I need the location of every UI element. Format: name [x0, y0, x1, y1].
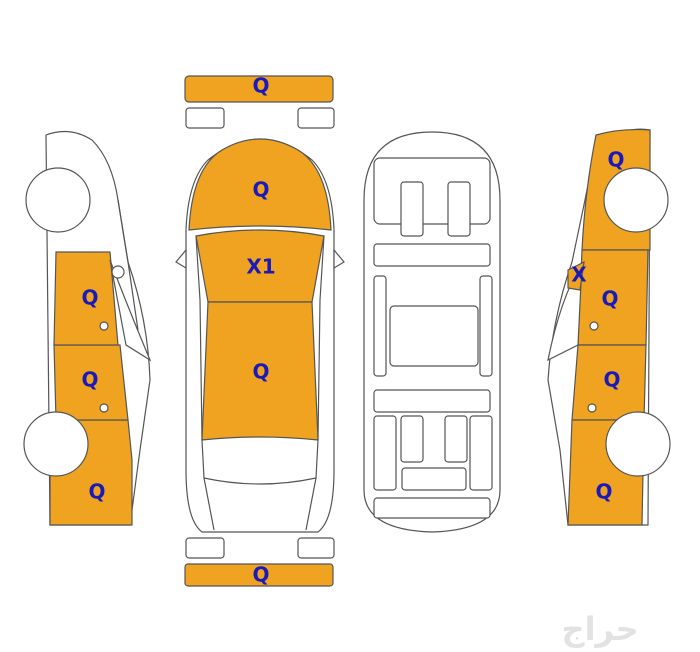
label-right-pillar: X: [571, 263, 587, 287]
underside-panel: [389, 305, 479, 367]
right-headlight: [297, 107, 335, 129]
left-side-line: [195, 235, 203, 441]
underside-panel: [373, 497, 491, 519]
label-right-rear-door: Q: [603, 368, 620, 392]
right-front-door-handle: [589, 321, 599, 331]
left-rear-wheel: [23, 411, 89, 477]
underside-panel: [373, 415, 397, 491]
rear-bumper-panel[interactable]: [184, 563, 334, 587]
right-pillar-panel[interactable]: [567, 260, 585, 291]
left-body-line: [117, 199, 139, 331]
rear-deck: [203, 477, 215, 531]
left-rear-door-handle: [99, 403, 109, 413]
right-side-line: [317, 235, 325, 441]
label-right-front-door: Q: [601, 287, 618, 311]
right-mirror: [333, 248, 345, 270]
right-front-wheel: [603, 167, 669, 233]
left-taillight: [185, 537, 225, 559]
underside-panel: [447, 181, 471, 237]
rear-window: [201, 436, 319, 485]
underside-panel: [479, 275, 493, 377]
label-left-rear-door: Q: [81, 368, 98, 392]
label-right-front-fender: Q: [607, 148, 624, 172]
underside-panel: [373, 275, 387, 377]
label-right-rear-fender: Q: [595, 480, 612, 504]
underside-panel: [444, 415, 468, 463]
hood-panel[interactable]: [188, 138, 332, 231]
roof-panel[interactable]: [195, 229, 325, 303]
label-left-front-door: Q: [81, 286, 98, 310]
label-roof: X1: [246, 255, 275, 279]
left-mirror: [175, 248, 187, 270]
left-front-door-panel[interactable]: [53, 251, 119, 346]
right-taillight: [297, 537, 335, 559]
car-underside-view: [363, 131, 501, 533]
underside-panel: [373, 243, 491, 267]
label-hood: Q: [252, 178, 269, 202]
left-headlight: [185, 107, 225, 129]
right-rear-door-handle: [587, 403, 597, 413]
left-mirror-dot: [111, 265, 125, 279]
label-left-rear-fender: Q: [88, 480, 105, 504]
car-right-side-view: [547, 128, 671, 526]
underside-panel: [469, 415, 493, 491]
car-top-view: [175, 75, 345, 587]
right-rear-wheel: [605, 411, 671, 477]
left-front-door-handle: [99, 321, 109, 331]
left-front-wheel: [25, 167, 91, 233]
underside-panel: [400, 181, 424, 237]
label-trunk: Q: [252, 360, 269, 384]
front-bumper-panel[interactable]: [184, 75, 334, 103]
rear-deck-r: [305, 477, 317, 531]
underside-panel: [373, 157, 491, 225]
underside-panel: [373, 389, 491, 413]
watermark-logo: حراج: [562, 610, 639, 648]
car-left-side-view: [23, 130, 152, 526]
label-rear-bumper: Q: [252, 563, 269, 587]
underside-panel: [400, 415, 424, 463]
underside-panel: [401, 467, 467, 491]
label-front-bumper: Q: [252, 74, 269, 98]
